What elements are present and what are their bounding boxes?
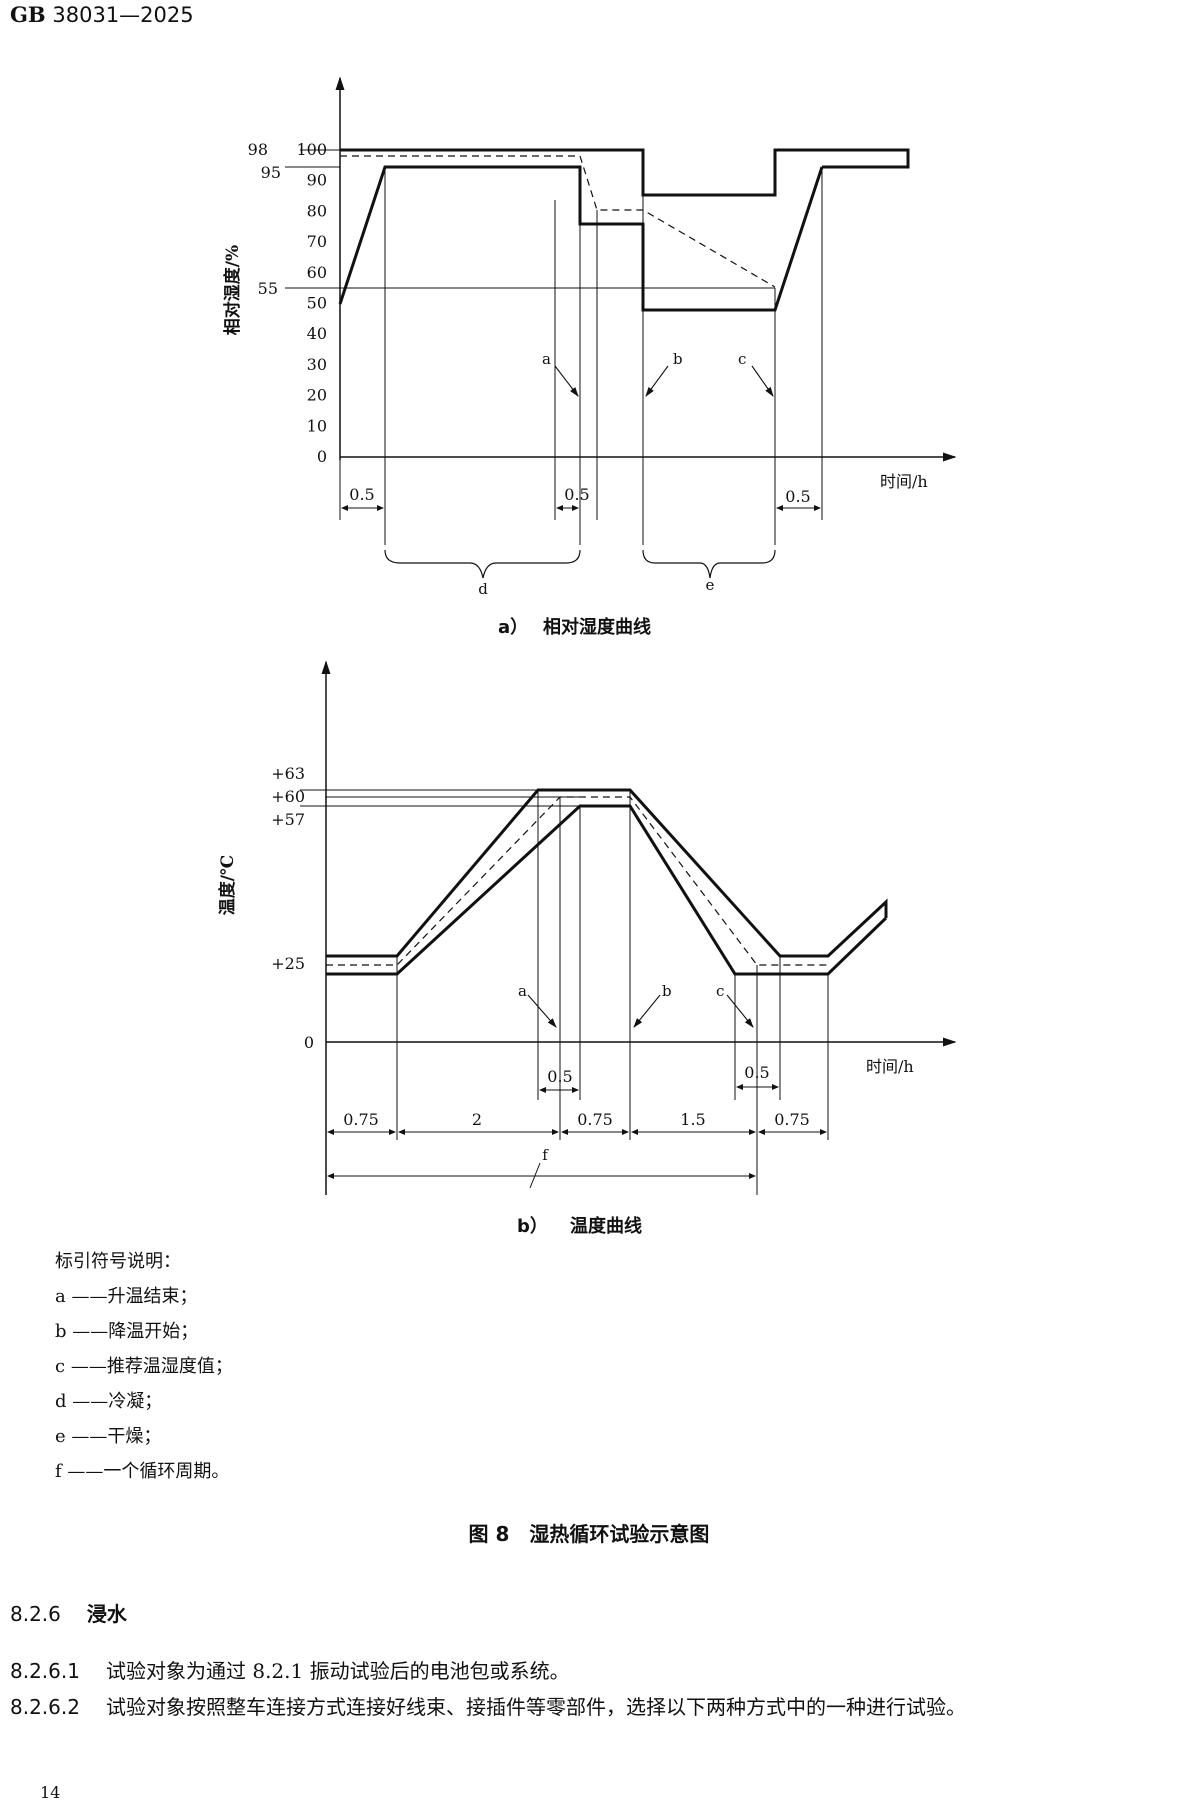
dim-label: 0.75 [774,1110,810,1129]
legend-item: b ——降温开始； [55,1321,199,1342]
caption-b: 温度曲线 [570,1215,642,1237]
dim-label: 2 [472,1110,482,1129]
section-heading: 8.2.6 浸水 [10,1598,127,1627]
legend-item: c ——推荐温湿度值； [55,1356,233,1377]
paragraph-text: 试验对象按照整车连接方式连接好线束、接插件等零部件，选择以下两种方式中的一种进行… [105,1695,966,1719]
brace-label-d: d [478,580,488,598]
caption-label-b: b） [517,1216,548,1237]
lower-limit-line [338,165,824,312]
y-tick: 20 [307,386,327,405]
cycle-label: f [542,1146,549,1164]
y-tick: 10 [307,416,327,435]
recommended-line [340,155,776,288]
marker-b: b [673,350,683,368]
legend-item: d ——冷凝； [55,1391,163,1412]
marker-c: c [716,982,724,1000]
y-tick: 70 [307,232,327,251]
y-tick: 80 [307,201,327,220]
dim-label: 1.5 [680,1110,705,1129]
side-label-55: 55 [258,279,278,298]
legend-item: e ——干燥； [55,1426,162,1447]
paragraph: 8.2.6.1 试验对象为通过 8.2.1 振动试验后的电池包或系统。 [10,1652,1170,1690]
marker-a: a [542,350,551,368]
x-axis-label: 时间/h [866,1057,914,1076]
y-tick: 0 [304,1033,314,1052]
standard-prefix: GB [10,2,46,27]
dim-label: 0.75 [577,1110,613,1129]
y-axis-label: 相对湿度/% [222,245,243,335]
side-label-98: 98 [248,140,268,159]
dim-label: 0.75 [343,1110,379,1129]
legend-item: a ——升温结束； [55,1286,198,1307]
y-tick: 90 [307,171,327,190]
dim-label: 0.5 [547,1067,572,1086]
legend-item: f ——一个循环周期。 [55,1461,230,1482]
marker-c: c [738,350,746,368]
y-tick: +57 [271,810,305,829]
dim-label: 0.5 [349,485,374,504]
y-tick: 0 [317,447,327,466]
dim-label: 0.5 [785,487,810,506]
x-axis-label: 时间/h [880,472,928,491]
paragraph-text: 试验对象为通过 8.2.1 振动试验后的电池包或系统。 [105,1659,570,1683]
legend-title: 标引符号说明： [55,1251,181,1272]
caption-a: 相对湿度曲线 [543,616,651,638]
y-axis-label: 温度/℃ [217,855,238,916]
marker-a: a [518,982,527,1000]
marker-b: b [662,982,672,1000]
upper-temp-line [326,788,888,958]
y-tick: 50 [307,294,327,313]
temperature-chart: +63 +60 +57 +25 0 a b c 0.5 0.5 0.75 2 0… [217,660,957,1237]
y-tick: +25 [271,954,305,973]
y-tick: 30 [307,355,327,374]
recommended-temp-line [326,796,828,966]
y-tick: 60 [307,263,327,282]
section-title: 浸水 [86,1602,127,1626]
lower-temp-line [326,804,888,976]
brace-e [642,549,776,579]
paragraph-number: 8.2.6.1 [10,1659,80,1683]
dim-label: 0.5 [744,1063,769,1082]
caption-label-a: a） [498,617,528,638]
y-tick: +63 [271,764,305,783]
page-number: 14 [40,1783,61,1802]
section-number: 8.2.6 [10,1602,61,1626]
paragraph-number: 8.2.6.2 [10,1695,80,1719]
legend: 标引符号说明： a ——升温结束； b ——降温开始； c ——推荐温湿度值； … [55,1244,233,1489]
y-tick: 40 [307,324,327,343]
upper-limit-line [340,148,910,197]
brace-label-e: e [706,576,715,594]
y-tick: +60 [271,787,305,806]
side-label-95: 95 [261,163,281,182]
paragraph: 8.2.6.2 试验对象按照整车连接方式连接好线束、接插件等零部件，选择以下两种方… [10,1688,1170,1726]
document-header: GB 38031—2025 [10,2,194,27]
standard-number: 38031—2025 [52,3,194,27]
brace-d [384,549,581,579]
dim-label: 0.5 [564,485,589,504]
figure-title: 图 8 湿热循环试验示意图 [468,1522,710,1546]
